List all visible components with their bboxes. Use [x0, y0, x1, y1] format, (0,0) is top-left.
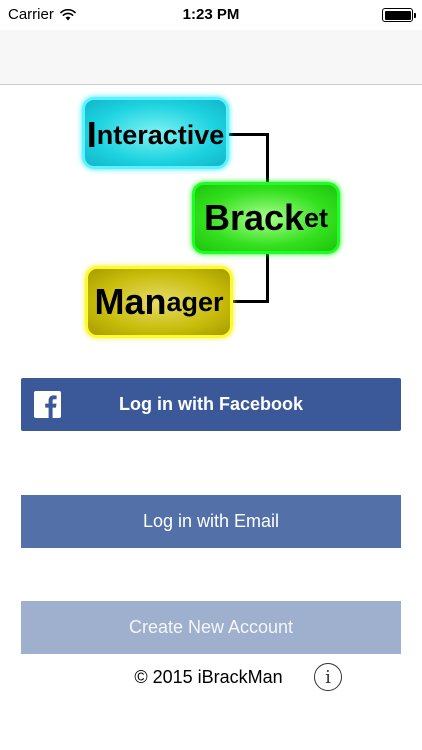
logo-text-manager: ager — [166, 286, 224, 317]
logo-connector-bottom-v — [266, 253, 269, 303]
battery-icon — [382, 8, 416, 22]
email-login-button[interactable]: Log in with Email — [21, 495, 401, 548]
create-account-label: Create New Account — [128, 617, 294, 637]
battery-tip — [413, 12, 416, 18]
wifi-icon — [60, 8, 76, 20]
logo-connector-top-v — [266, 133, 269, 183]
logo-text-interactive: nteractive — [96, 119, 225, 150]
carrier-label: Carrier — [8, 6, 54, 23]
navigation-bar — [0, 30, 422, 85]
facebook-login-button[interactable]: Log in with Facebook — [21, 378, 401, 431]
logo-letter-interactive: I — [86, 114, 97, 155]
facebook-icon — [34, 391, 61, 418]
info-icon[interactable]: i — [314, 663, 342, 691]
battery-body — [382, 8, 416, 22]
email-login-label: Log in with Email — [142, 511, 280, 531]
info-glyph: i — [325, 666, 331, 688]
create-account-button[interactable]: Create New Account — [21, 601, 401, 654]
status-time: 1:23 PM — [182, 6, 240, 23]
logo-connector-bottom-h — [233, 300, 269, 303]
status-left: Carrier — [8, 6, 76, 23]
status-bar: Carrier 1:23 PM — [0, 0, 422, 30]
logo-connector-top-h — [229, 133, 269, 136]
logo-text-bracket: et — [304, 202, 329, 233]
copyright-text: © 2015 iBrackMan — [134, 667, 283, 687]
logo-letters-bracket: Brack — [203, 197, 305, 238]
logo-letters-manager: Man — [94, 281, 167, 322]
battery-level — [384, 10, 411, 20]
facebook-login-label: Log in with Facebook — [119, 394, 303, 414]
